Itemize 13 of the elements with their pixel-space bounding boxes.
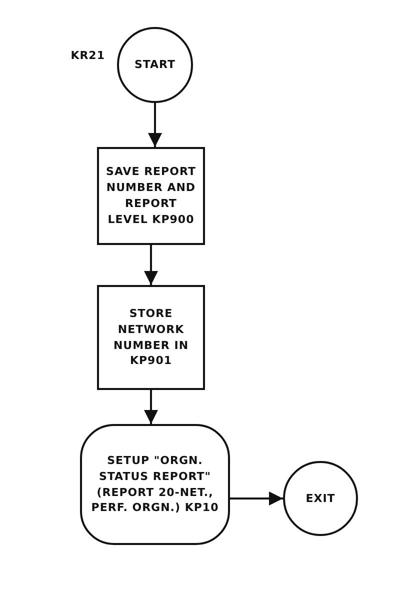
process-box [97,285,205,390]
node-text: SETUP "ORGN. STATUS REPORT" (REPORT 20-NET., PERF. ORGN.) KP10 [90,452,220,516]
node-text: SAVE REPORT NUMBER AND REPORT LEVEL KP900 [105,164,197,228]
arrow [148,103,162,147]
arrow [144,245,158,285]
arrow [144,390,158,424]
arrow [230,492,283,506]
node-text: START [134,57,176,73]
node-caption: KR21 [70,49,105,62]
node-text: STORE NETWORK NUMBER IN KP901 [112,306,190,370]
node-text: EXIT [306,490,336,506]
process-box [97,147,205,245]
terminal-box [80,424,230,545]
